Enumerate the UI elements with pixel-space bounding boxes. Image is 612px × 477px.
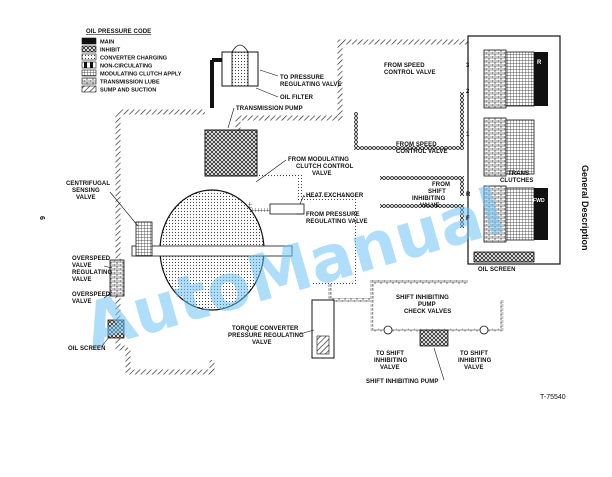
legend-swatch-2: [81, 53, 97, 61]
oil-filter-core: [231, 51, 249, 87]
heat-exchanger: [269, 203, 305, 215]
leader-lines: [101, 69, 445, 381]
check-valve-left: [383, 325, 393, 335]
clutch-fwd-block: [534, 188, 548, 240]
shift-line: [380, 204, 464, 228]
check-valve-right: [479, 325, 489, 335]
transmission-pump: [204, 129, 258, 177]
legend-swatch-3: [81, 61, 97, 69]
legend-label-0: MAIN: [100, 40, 114, 46]
clutch-number-3: 3: [466, 63, 470, 69]
label-transmission-pump: TRANSMISSION PUMP: [236, 106, 303, 112]
legend-label-6: SUMP AND SUCTION: [100, 88, 156, 94]
legend-swatch-0: [81, 37, 97, 45]
legend-swatch-4: [81, 69, 97, 77]
leader-shift-pump: [433, 347, 445, 381]
components: [107, 44, 535, 359]
sump-suction-passage: [115, 112, 128, 351]
clutch-fwd-tag: FWD: [533, 198, 545, 204]
label-oil-screen-left: OIL SCREEN: [68, 346, 106, 352]
clutch-r-tag: R: [537, 60, 542, 66]
filter-cap: [231, 44, 249, 53]
legend-label-5: TRANSMISSION LUBE: [100, 80, 160, 86]
clutch-number-1: 1: [466, 132, 470, 138]
figure-number: T-75540: [540, 394, 566, 401]
modulating-clutch-line: [248, 202, 270, 212]
clutch-plates-low: [505, 187, 535, 241]
label-heat-exchanger: HEAT EXCHANGER: [306, 193, 364, 199]
oil-screen-right-element: [473, 251, 535, 263]
leader-transmission-pump: [227, 107, 235, 129]
shift-inhibiting-pump-body: [419, 329, 449, 347]
legend-label-2: CONVERTER CHARGING: [100, 56, 167, 62]
clutch-pack-mid: [483, 117, 507, 177]
legend-swatch-1: [81, 45, 97, 53]
clutch-number-r: R: [466, 192, 471, 198]
sump-suction-upper: [235, 39, 468, 138]
clutch-plates-upper: [505, 51, 535, 107]
legend-swatch-6: [81, 85, 97, 93]
page-mark: 6: [38, 216, 45, 220]
leader-modulating: [255, 159, 287, 183]
clutch-number-f: F: [466, 216, 470, 222]
leader-centrifugal: [109, 191, 139, 227]
lube-branch: [370, 300, 504, 332]
oil-pressure-legend: OIL PRESSURE CODE MAIN INHIBIT CONVERTER C…: [81, 29, 182, 94]
side-title: General Description: [580, 165, 590, 251]
clutch-plates-mid: [505, 119, 535, 175]
legend-label-3: NON-CIRCULATING: [100, 64, 152, 70]
clutch-pack-upper: [483, 49, 507, 109]
clutch-number-2: 2: [466, 89, 470, 95]
transmission-shaft: [131, 245, 293, 257]
centrifugal-valve: [135, 221, 153, 257]
legend-swatch-5: [81, 77, 97, 85]
leader-torque-converter: [299, 329, 315, 335]
clutch-packs: R FWD: [483, 49, 548, 243]
label-oil-filter: OIL FILTER: [280, 95, 314, 101]
leader-overspeed-reg: [103, 265, 113, 269]
torque-converter-spring: [316, 335, 330, 355]
clutch-r-block: [534, 52, 548, 106]
legend-label-1: INHIBIT: [100, 48, 121, 54]
legend-title: OIL PRESSURE CODE: [86, 29, 151, 35]
overspeed-valve: [109, 259, 125, 297]
speed-control-line-mid: [380, 176, 464, 196]
leader-heat-exchanger: [299, 194, 305, 205]
leader-overspeed: [103, 291, 113, 299]
speed-control-line-upper: [354, 92, 464, 150]
leader-oil-filter: [255, 87, 279, 98]
oil-screen-left-element: [107, 319, 125, 339]
label-oil-screen-right: OIL SCREEN: [478, 267, 516, 273]
sump-suction-lower: [125, 348, 215, 375]
label-shift-inhibiting-pump: SHIFT INHIBITING PUMP: [366, 379, 438, 385]
legend-rows: MAIN INHIBIT CONVERTER CHARGING NON-CIRCULA…: [81, 37, 182, 94]
leader-to-pressure-regulating: [259, 69, 279, 77]
leader-oil-screen: [101, 335, 111, 347]
legend-label-4: MODULATING CLUTCH APPLY: [100, 72, 182, 78]
clutch-housing: [467, 35, 561, 265]
